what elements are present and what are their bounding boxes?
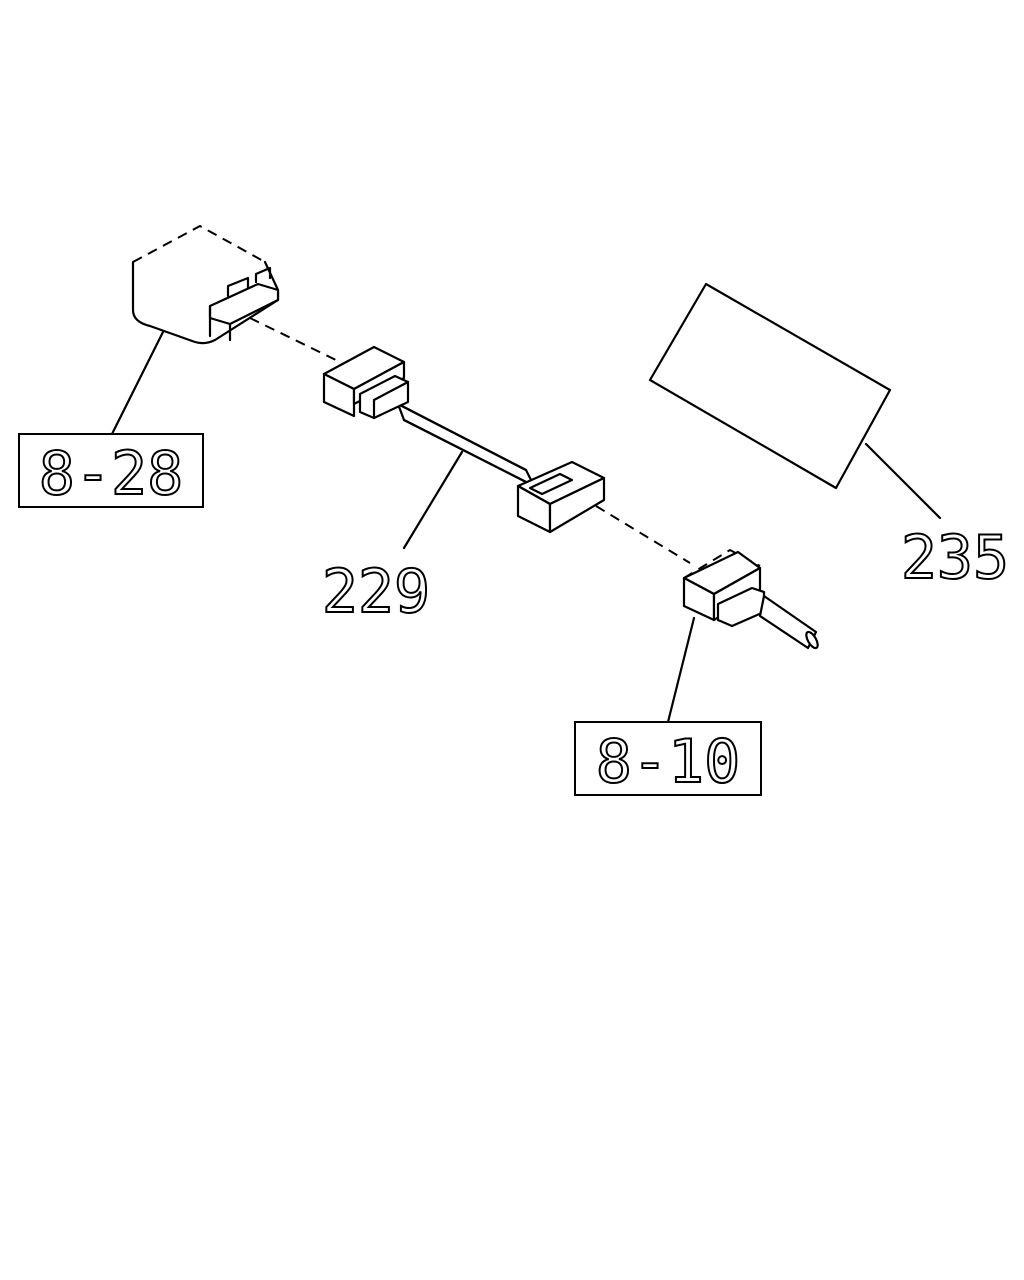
ref-label-8-28: 8-28 <box>39 439 184 509</box>
mating-connector-upper <box>131 224 280 345</box>
part-number-229: 229 <box>322 557 430 627</box>
part-235-plate <box>648 282 892 490</box>
ref-box-8-10 <box>574 721 762 796</box>
ref-label-8-10: 8-10 <box>596 727 741 797</box>
leader-8-28 <box>110 330 165 436</box>
leader-235 <box>864 442 942 520</box>
connection-line-lower <box>595 505 691 564</box>
ref-box-8-28 <box>18 433 204 508</box>
mating-connector-lower <box>682 548 819 650</box>
leader-8-10 <box>666 616 696 724</box>
part-number-235: 235 <box>901 523 1009 593</box>
leader-229 <box>402 450 464 550</box>
connection-line-upper <box>249 317 341 363</box>
harness-229 <box>322 345 606 534</box>
